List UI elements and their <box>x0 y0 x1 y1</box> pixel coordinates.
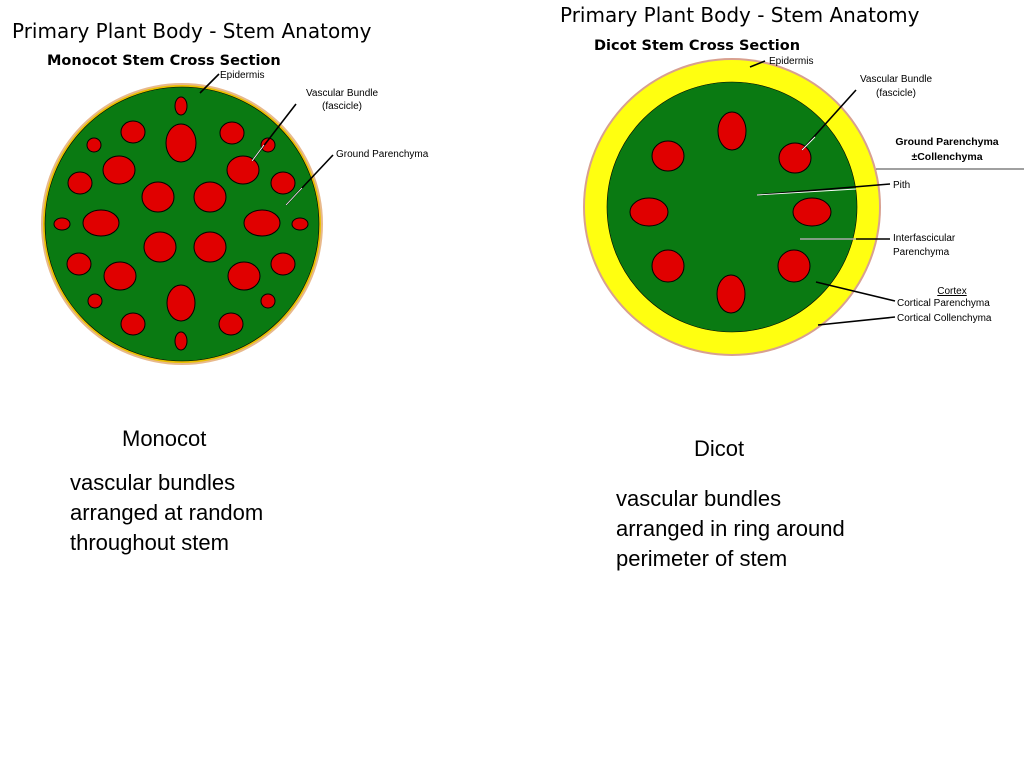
monocot-bundle <box>86 137 102 153</box>
monocot-bundle <box>120 120 146 144</box>
monocot-bundle <box>260 137 276 153</box>
monocot-vascular-bundles <box>53 96 309 351</box>
dicot-description-line: arranged in ring around <box>616 516 845 541</box>
monocot-bundle <box>243 209 281 237</box>
dicot-leader-cortical-parenchyma <box>815 281 896 302</box>
monocot-bundle <box>82 209 120 237</box>
dicot-label-interfascicular: Interfascicular <box>893 233 956 244</box>
monocot-bundle <box>270 252 296 276</box>
dicot-bundle <box>717 111 747 151</box>
dicot-bundle <box>777 249 811 283</box>
monocot-bundle <box>141 181 175 213</box>
monocot-bundle <box>87 293 103 309</box>
monocot-section-title: Monocot Stem Cross Section <box>47 53 281 69</box>
dicot-label-collenchyma: ±Collenchyma <box>911 151 982 163</box>
monocot-bundle <box>102 155 136 185</box>
monocot-leader-highlights <box>251 144 303 206</box>
monocot-figure-title: Primary Plant Body - Stem Anatomy <box>12 19 372 43</box>
monocot-label-fascicle: (fascicle) <box>322 101 362 112</box>
dicot-diagram: Primary Plant Body - Stem Anatomy Dicot … <box>560 3 1024 356</box>
monocot-bundle <box>218 312 244 336</box>
dicot-figure-title: Primary Plant Body - Stem Anatomy <box>560 3 920 27</box>
dicot-bundle <box>778 142 812 174</box>
monocot-bundle <box>53 217 71 231</box>
dicot-label-pith: Pith <box>893 180 910 191</box>
monocot-bundle <box>165 123 197 163</box>
monocot-label-ground-parenchyma: Ground Parenchyma <box>336 149 429 160</box>
dicot-label-ground-parenchyma: Ground Parenchyma <box>895 136 998 148</box>
monocot-bundle <box>270 171 296 195</box>
dicot-label-cortex: Cortex <box>937 286 966 297</box>
dicot-leader-cortical-collenchyma <box>817 316 896 326</box>
monocot-bundle <box>193 231 227 263</box>
monocot-bundle <box>193 181 227 213</box>
dicot-bundle <box>792 197 832 227</box>
dicot-section-title: Dicot Stem Cross Section <box>594 38 800 54</box>
monocot-bundle <box>219 121 245 145</box>
monocot-diagram: Primary Plant Body - Stem Anatomy Monoco… <box>12 19 429 365</box>
monocot-bundle <box>66 252 92 276</box>
dicot-bundle <box>629 197 669 227</box>
monocot-label-vascular-bundle: Vascular Bundle <box>306 88 379 99</box>
dicot-label-epidermis: Epidermis <box>769 56 813 67</box>
dicot-bundle <box>651 249 685 283</box>
monocot-bundle <box>260 293 276 309</box>
monocot-panel: Primary Plant Body - Stem Anatomy Monoco… <box>0 0 470 380</box>
monocot-bundle <box>120 312 146 336</box>
monocot-description-line: throughout stem <box>70 530 229 555</box>
monocot-bundle <box>67 171 93 195</box>
dicot-leader-pith <box>756 183 891 196</box>
monocot-bundle <box>103 261 137 291</box>
monocot-leader-bundle-highlight <box>251 144 265 162</box>
dicot-label-cortical-collenchyma: Cortical Collenchyma <box>897 313 992 324</box>
dicot-leader-epidermis <box>749 60 766 68</box>
monocot-description-line: arranged at random <box>70 500 264 525</box>
dicot-description: vascular bundles arranged in ring around… <box>616 484 845 574</box>
monocot-bundle <box>174 331 188 351</box>
monocot-leader-epidermis <box>199 73 220 94</box>
dicot-label-cortical-parenchyma: Cortical Parenchyma <box>897 298 990 309</box>
dicot-bundle <box>716 274 746 314</box>
dicot-description-line: vascular bundles <box>616 486 782 511</box>
monocot-label-epidermis: Epidermis <box>220 70 264 81</box>
dicot-vascular-bundles <box>629 111 832 314</box>
monocot-description-line: vascular bundles <box>70 470 236 495</box>
monocot-bundle <box>291 217 309 231</box>
dicot-leader-bundle-highlight <box>801 136 816 151</box>
dicot-panel: Primary Plant Body - Stem Anatomy Dicot … <box>550 0 1024 380</box>
dicot-description-line: perimeter of stem <box>616 546 788 571</box>
monocot-bundle <box>143 231 177 263</box>
monocot-bundle <box>166 284 196 322</box>
dicot-caption: Dicot <box>694 436 745 461</box>
monocot-bundle <box>174 96 188 116</box>
monocot-caption: Monocot <box>122 426 207 451</box>
dicot-label-fascicle: (fascicle) <box>876 88 916 99</box>
dicot-bundle <box>651 140 685 172</box>
dicot-label-vascular-bundle: Vascular Bundle <box>860 74 933 85</box>
monocot-leader-ground-highlight <box>285 187 303 206</box>
dicot-leader-highlights <box>756 136 857 240</box>
monocot-description: vascular bundles arranged at random thro… <box>70 468 263 558</box>
dicot-label-interfascicular-parenchyma: Parenchyma <box>893 247 950 258</box>
monocot-bundle <box>227 261 261 291</box>
monocot-ground-parenchyma <box>44 86 320 362</box>
dicot-leader-pith-highlight <box>756 188 857 196</box>
dicot-leader-bundle <box>801 89 857 151</box>
monocot-bundle <box>226 155 260 185</box>
